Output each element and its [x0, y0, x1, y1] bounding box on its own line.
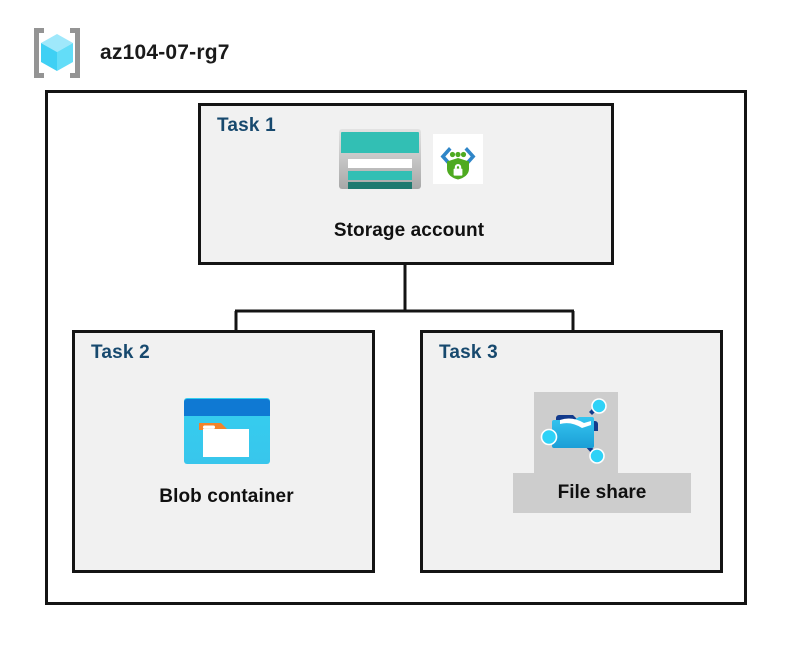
task-2-box[interactable]: Task 2	[72, 330, 375, 573]
storage-account-caption: Storage account	[333, 220, 485, 241]
storage-account-icon	[339, 129, 421, 189]
task-2-label: Task 2	[91, 342, 150, 363]
resource-group-title: az104-07-rg7	[100, 41, 230, 64]
blob-container-node[interactable]: Blob container	[75, 391, 378, 507]
storage-account-icon-group	[201, 124, 617, 194]
task-1-box[interactable]: Task 1	[198, 103, 614, 265]
file-share-caption: File share	[557, 482, 647, 503]
file-share-caption-selection-highlight: File share	[513, 473, 691, 513]
blob-container-icon	[183, 398, 270, 464]
file-share-icon-selection-highlight	[534, 392, 618, 473]
resource-group-icon	[34, 28, 80, 78]
secure-endpoint-shield-icon	[433, 134, 483, 184]
file-share-icon-wrapper[interactable]	[534, 392, 618, 473]
task-3-box[interactable]: Task 3	[420, 330, 723, 573]
file-share-icon	[540, 397, 607, 464]
storage-account-node[interactable]: Storage account	[201, 124, 617, 241]
resource-group-header: az104-07-rg7	[28, 24, 230, 82]
task-1-label: Task 1	[217, 115, 276, 136]
blob-container-icon-group	[75, 391, 378, 471]
task-3-label: Task 3	[439, 342, 498, 363]
blob-container-caption: Blob container	[159, 486, 294, 507]
